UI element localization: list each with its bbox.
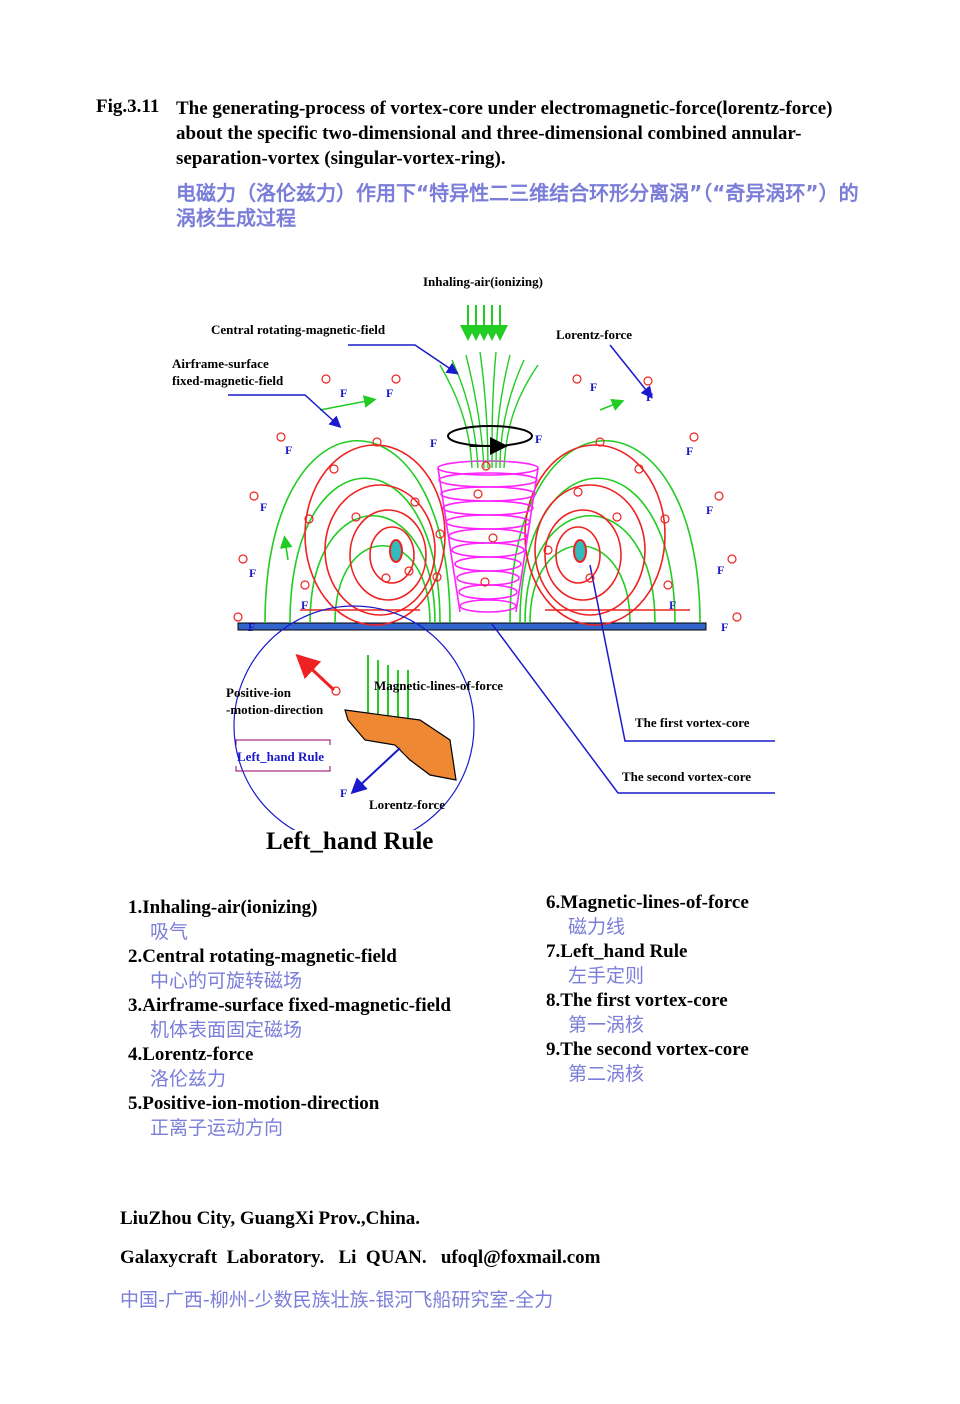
legend-item-2-en: 2.Central rotating-magnetic-field xyxy=(128,946,397,967)
first-vortex-core-left xyxy=(389,539,403,563)
force-f-small: F xyxy=(340,786,347,800)
footer-chinese: 中国-广西-柳州-少数民族壮族-银河飞船研究室-全力 xyxy=(120,1289,554,1311)
inhaling-air-arrows xyxy=(460,305,508,341)
svg-text:F: F xyxy=(285,443,292,457)
lorentz-force-arrow xyxy=(350,747,401,795)
label-second-vortex-core: The second vortex-core xyxy=(622,769,751,784)
legend-item-8-en: 8.The first vortex-core xyxy=(546,990,728,1011)
legend-item-5-en: 5.Positive-ion-motion-direction xyxy=(128,1093,380,1114)
vortex-diagram: Inhaling-air(ionizing) Central rotating-… xyxy=(172,274,775,830)
legend-item-1-cn: 吸气 xyxy=(150,921,189,943)
legend-item-8-cn: 第一涡核 xyxy=(568,1014,645,1036)
label-airframe-1: Airframe-surface xyxy=(172,356,269,371)
legend-item-3-en: 3.Airframe-surface fixed-magnetic-field xyxy=(128,995,451,1016)
label-positive-ion-2: -motion-direction xyxy=(226,702,324,717)
legend-left: 1.Inhaling-air(ionizing) 吸气 2.Central ro… xyxy=(128,896,528,1141)
legend-item-9-en: 9.The second vortex-core xyxy=(546,1039,749,1060)
svg-text:F: F xyxy=(646,390,653,404)
rotation-ring xyxy=(447,425,533,447)
positive-ion-markers xyxy=(233,374,742,622)
legend-item-9-cn: 第二涡核 xyxy=(568,1063,645,1085)
label-first-vortex-core: The first vortex-core xyxy=(635,715,750,730)
ion-paths-left xyxy=(300,444,446,626)
first-vortex-core-right xyxy=(573,539,587,563)
legend-item-4-cn: 洛伦兹力 xyxy=(150,1068,227,1090)
label-airframe-2: fixed-magnetic-field xyxy=(172,373,284,388)
svg-text:F: F xyxy=(386,386,393,400)
airframe-magnetic-field-lines-left xyxy=(264,395,451,624)
figure-caption: The generating-process of vortex-core un… xyxy=(176,98,833,169)
legend-item-3-cn: 机体表面固定磁场 xyxy=(150,1019,303,1041)
svg-text:F: F xyxy=(686,444,693,458)
label-lorentz-force-bottom: Lorentz-force xyxy=(369,797,445,812)
svg-text:F: F xyxy=(301,598,308,612)
svg-text:F: F xyxy=(340,386,347,400)
legend-item-6-cn: 磁力线 xyxy=(568,916,626,938)
left-hand-rule-circle xyxy=(233,605,475,830)
legend-item-7-en: 7.Left_hand Rule xyxy=(546,941,688,962)
legend-item-6-en: 6.Magnetic-lines-of-force xyxy=(546,892,749,913)
hand-icon xyxy=(344,709,457,781)
magnetic-lines-small xyxy=(367,655,409,720)
ion-direction-arrow xyxy=(295,653,336,692)
figure-caption-chinese: 电磁力（洛伦兹力）作用下“特异性二三维结合环形分离涡”（“奇异涡环”）的涡核生成… xyxy=(176,181,859,230)
label-inhaling-air: Inhaling-air(ionizing) xyxy=(423,274,543,289)
svg-text:F: F xyxy=(721,620,728,634)
svg-text:F: F xyxy=(706,503,713,517)
label-magnetic-lines: Magnetic-lines-of-force xyxy=(374,678,503,693)
label-left-hand-rule-small: Left_hand Rule xyxy=(237,749,324,764)
legend-item-2-cn: 中心的可旋转磁场 xyxy=(150,970,303,992)
central-field-fan xyxy=(439,351,539,469)
svg-text:F: F xyxy=(260,500,267,514)
legend-right: 6.Magnetic-lines-of-force 磁力线 7.Left_han… xyxy=(546,891,926,1087)
label-central-field: Central rotating-magnetic-field xyxy=(211,322,386,337)
leader-lines xyxy=(228,344,775,794)
legend-item-4-en: 4.Lorentz-force xyxy=(128,1044,254,1065)
svg-text:F: F xyxy=(590,380,597,394)
central-helix xyxy=(437,460,539,613)
svg-text:F: F xyxy=(669,598,676,612)
label-positive-ion-1: Positive-ion xyxy=(226,685,292,700)
legend-item-7-cn: 左手定则 xyxy=(568,965,645,987)
legend-item-5-cn: 正离子运动方向 xyxy=(150,1117,284,1139)
svg-text:F: F xyxy=(535,432,542,446)
ion-paths-right xyxy=(524,444,690,626)
airframe-surface-plate xyxy=(237,622,707,631)
force-labels: F F F F F F F F F F F F F F F F xyxy=(248,380,728,634)
label-lorentz-force-top: Lorentz-force xyxy=(556,327,632,342)
svg-text:F: F xyxy=(249,566,256,580)
footer-lab: Galaxycraft Laboratory. Li QUAN. ufoql@f… xyxy=(120,1247,601,1268)
left-hand-rule-title: Left_hand Rule xyxy=(266,828,434,855)
footer-location: LiuZhou City, GuangXi Prov.,China. xyxy=(120,1208,421,1229)
svg-text:F: F xyxy=(248,620,255,634)
svg-text:F: F xyxy=(717,563,724,577)
svg-text:F: F xyxy=(430,436,437,450)
legend-item-1-en: 1.Inhaling-air(ionizing) xyxy=(128,897,318,918)
figure-number: Fig.3.11 xyxy=(96,96,160,117)
